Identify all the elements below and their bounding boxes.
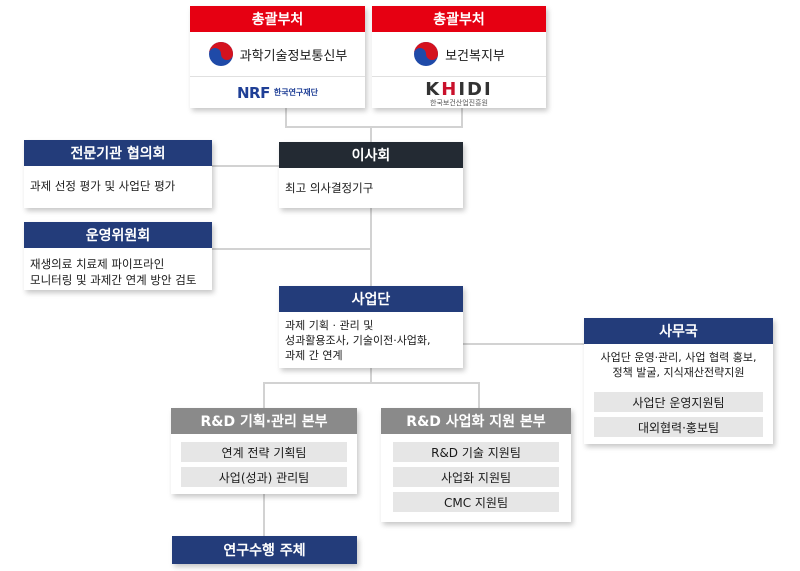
connector-top-vertical <box>285 108 287 128</box>
rnd-commercial-team-3: CMC 지원팀 <box>393 492 559 512</box>
expert-council-body: 과제 선정 평가 및 사업단 평가 <box>30 179 176 193</box>
ministry-card-right: 총괄부처 보건복지부 KHIDI 한국보건산업진흥원 <box>372 6 546 108</box>
expert-council-header: 전문기관 협의회 <box>24 140 212 166</box>
project-group-line3: 과제 간 연계 <box>285 349 343 362</box>
connector-main-vertical <box>370 126 372 146</box>
connector-project-down <box>370 368 372 384</box>
secretariat-team-2: 대외협력·홍보팀 <box>594 417 763 437</box>
connector-branch-right <box>478 382 480 408</box>
connector-branch-left <box>263 382 265 408</box>
secretariat-line1: 사업단 운영·관리, 사업 협력 홍보, <box>600 351 757 364</box>
rnd-commercial-header: R&D 사업화 지원 본부 <box>381 408 571 434</box>
ministry-name-left: 과학기술정보통신부 <box>190 34 365 74</box>
taegeuk-emblem-icon <box>414 42 439 66</box>
connector-steering-horizontal <box>212 248 372 250</box>
ministry-name-right: 보건복지부 <box>372 34 546 74</box>
project-group-body: 과제 기획 · 관리 및 성과활용조사, 기술이전·사업화, 과제 간 연계 <box>279 310 463 369</box>
board-header: 이사회 <box>279 142 463 168</box>
nrf-name: 한국연구재단 <box>273 88 319 97</box>
rnd-planning-team-2: 사업(성과) 관리팀 <box>181 467 347 487</box>
connector-main-vertical-2 <box>370 208 372 286</box>
project-group-line2: 성과활용조사, 기술이전·사업화, <box>285 334 431 347</box>
rnd-planning-card: R&D 기획·관리 본부 연계 전략 기획팀 사업(성과) 관리팀 <box>171 408 357 494</box>
agency-logo-row-right: KHIDI 한국보건산업진흥원 <box>372 76 546 108</box>
secretariat-line2: 정책 발굴, 지식재산전략지원 <box>612 366 745 379</box>
rnd-commercial-team-1: R&D 기술 지원팀 <box>393 442 559 462</box>
steering-body: 재생의료 치료제 파이프라인 모니터링 및 과제간 연계 방안 검토 <box>24 248 212 294</box>
khidi-name: 한국보건산업진흥원 <box>430 99 488 107</box>
agency-logo-row-left: NRF 한국연구재단 <box>190 76 365 108</box>
secretariat-body: 사업단 운영·관리, 사업 협력 홍보, 정책 발굴, 지식재산전략지원 <box>584 342 773 386</box>
board-body: 최고 의사결정기구 <box>285 181 374 195</box>
secretariat-header: 사무국 <box>584 318 773 344</box>
steering-body-line2: 모니터링 및 과제간 연계 방안 검토 <box>30 273 197 287</box>
nrf-logo: NRF <box>236 83 270 102</box>
ministry-label-right: 보건복지부 <box>445 48 505 64</box>
ministry-header-right: 총괄부처 <box>372 6 546 32</box>
connector-secretariat-horizontal <box>462 343 584 345</box>
taegeuk-emblem-icon <box>208 42 233 66</box>
steering-header: 운영위원회 <box>24 222 212 248</box>
steering-card: 운영위원회 재생의료 치료제 파이프라인 모니터링 및 과제간 연계 방안 검토 <box>24 222 212 290</box>
expert-council-card: 전문기관 협의회 과제 선정 평가 및 사업단 평가 <box>24 140 212 208</box>
rnd-planning-team-1: 연계 전략 기획팀 <box>181 442 347 462</box>
connector-top-horizontal <box>285 126 463 128</box>
connector-expert-horizontal <box>212 165 280 167</box>
ministry-card-left: 총괄부처 과학기술정보통신부 NRF 한국연구재단 <box>190 6 365 108</box>
project-group-header: 사업단 <box>279 286 463 312</box>
research-executor-box: 연구수행 주체 <box>172 536 357 564</box>
connector-branch-horizontal <box>263 382 480 384</box>
secretariat-card: 사무국 사업단 운영·관리, 사업 협력 홍보, 정책 발굴, 지식재산전략지원… <box>584 318 773 444</box>
rnd-planning-header: R&D 기획·관리 본부 <box>171 408 357 434</box>
secretariat-team-1: 사업단 운영지원팀 <box>594 392 763 412</box>
project-group-line1: 과제 기획 · 관리 및 <box>285 319 374 332</box>
project-group-card: 사업단 과제 기획 · 관리 및 성과활용조사, 기술이전·사업화, 과제 간 … <box>279 286 463 368</box>
rnd-commercial-card: R&D 사업화 지원 본부 R&D 기술 지원팀 사업화 지원팀 CMC 지원팀 <box>381 408 571 522</box>
steering-body-line1: 재생의료 치료제 파이프라인 <box>30 257 165 271</box>
rnd-commercial-team-2: 사업화 지원팀 <box>393 467 559 487</box>
board-card: 이사회 최고 의사결정기구 <box>279 142 463 208</box>
connector-research-vertical <box>263 494 265 536</box>
ministry-header-left: 총괄부처 <box>190 6 365 32</box>
connector-top-vertical-right <box>461 108 463 128</box>
ministry-label-left: 과학기술정보통신부 <box>239 48 348 64</box>
khidi-logo: KHIDI <box>425 79 493 100</box>
